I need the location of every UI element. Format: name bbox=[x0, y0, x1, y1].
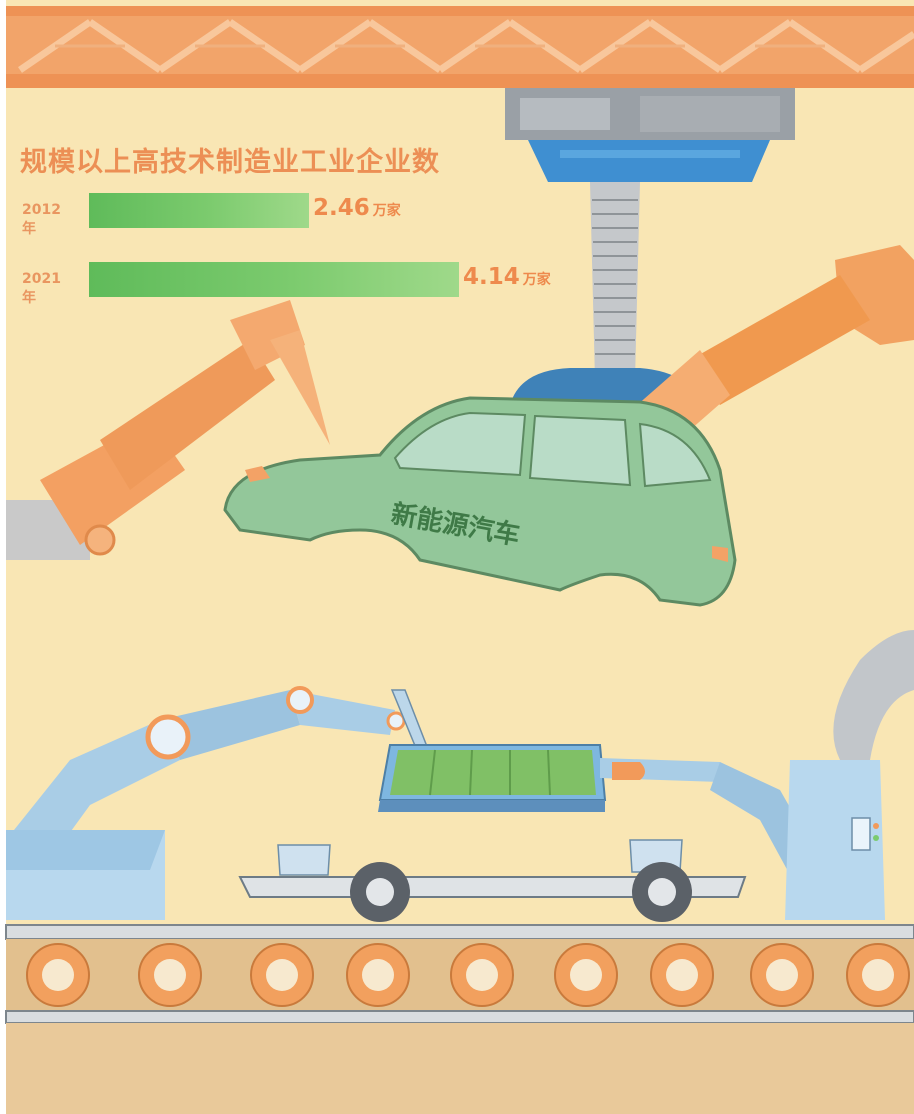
value-number: 4.14 bbox=[463, 264, 520, 290]
chart-title: 规模以上高技术制造业工业企业数 bbox=[20, 147, 440, 178]
value-number: 2.46 bbox=[313, 195, 370, 221]
overhead-truss bbox=[6, 6, 914, 88]
battery-pack bbox=[378, 744, 607, 812]
left-blue-robot-arm bbox=[6, 686, 442, 920]
category-label: 2021年 bbox=[22, 271, 61, 306]
value-unit: 万家 bbox=[372, 203, 401, 219]
right-blue-robot bbox=[600, 630, 914, 920]
bar bbox=[89, 193, 309, 228]
value-unit: 万家 bbox=[522, 272, 551, 288]
category-label: 2012年 bbox=[22, 202, 61, 237]
car-chassis bbox=[238, 839, 747, 922]
bar bbox=[89, 262, 459, 297]
car-body bbox=[223, 396, 737, 607]
left-orange-robot-arm bbox=[6, 300, 330, 560]
conveyor-belt bbox=[5, 924, 914, 1114]
